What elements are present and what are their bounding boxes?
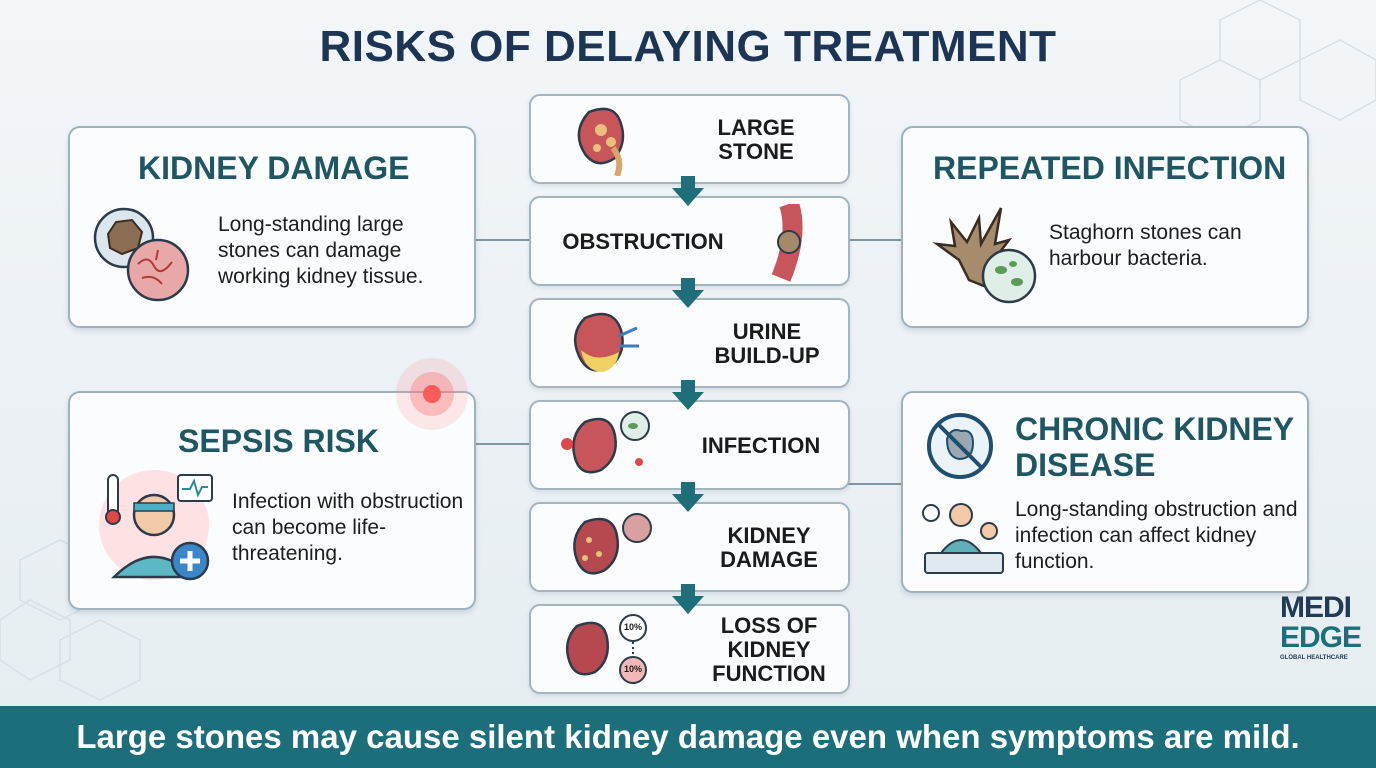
card-text: Long-standing large stones can damage wo… — [218, 213, 424, 288]
step-label: OBSTRUCTION — [562, 229, 724, 254]
footer-banner: Large stones may cause silent kidney dam… — [0, 706, 1376, 768]
logo-tagline: GLOBAL HEALTHCARE — [1280, 655, 1348, 661]
step-loss-of-function: 10% 10% LOSS OF KIDNEY FUNCTION — [529, 604, 850, 694]
card-title: KIDNEY DAMAGE — [138, 150, 410, 186]
card-text: Infection with obstruction can become li… — [232, 490, 464, 565]
step-label: INFECTION — [701, 433, 821, 458]
step-kidney-damage: KIDNEY DAMAGE — [529, 502, 850, 592]
no-kidney-function-icon — [927, 413, 993, 479]
damaged-kidney-icon — [573, 513, 652, 575]
step-urine-buildup: URINE BUILD-UP — [529, 298, 850, 388]
function-badge-bottom: 10% — [623, 664, 642, 674]
function-badge-top: 10% — [623, 622, 642, 632]
step-obstruction: OBSTRUCTION — [529, 196, 850, 286]
step-label: LOSS OF KIDNEY FUNCTION — [712, 613, 826, 686]
doctor-patient-icon — [922, 503, 1004, 574]
step-label: KIDNEY DAMAGE — [720, 523, 818, 572]
sepsis-risk-card: SEPSIS RISK Infection with obstruction c… — [68, 391, 476, 610]
connector-repeated-infection — [846, 239, 902, 241]
step-label: URINE BUILD-UP — [714, 319, 820, 368]
card-title: REPEATED INFECTION — [933, 150, 1287, 186]
connector-ckd — [846, 483, 902, 485]
card-title: SEPSIS RISK — [178, 423, 379, 459]
staghorn-stone-icon — [932, 207, 1037, 304]
logo-line2: EDGE — [1280, 621, 1362, 654]
ureter-obstruction-icon — [771, 204, 803, 282]
down-arrow-icon — [672, 176, 704, 206]
connector-kidney-damage — [474, 239, 530, 241]
swollen-kidney-icon — [573, 312, 639, 372]
card-text: Long-standing obstruction and infection … — [1015, 498, 1298, 573]
down-arrow-icon — [672, 584, 704, 614]
connector-sepsis — [474, 443, 530, 445]
kidney-stone-icon — [577, 107, 625, 176]
brand-logo: MEDI EDGE GLOBAL HEALTHCARE — [1280, 593, 1362, 691]
card-text: Staghorn stones can harbour bacteria. — [1049, 221, 1242, 270]
kidney-damage-card: KIDNEY DAMAGE Long-standing large stones… — [68, 126, 476, 328]
page-title: RISKS OF DELAYING TREATMENT — [319, 22, 1057, 71]
card-title: CHRONIC KIDNEY DISEASE — [1015, 411, 1294, 483]
repeated-infection-card: REPEATED INFECTION Staghorn stones can h… — [901, 126, 1309, 328]
step-label: LARGE STONE — [717, 115, 795, 164]
ckd-card: CHRONIC KIDNEY DISEASE Long-standing obs… — [901, 391, 1309, 593]
alert-glow-icon — [396, 358, 468, 430]
logo-line1: MEDI — [1280, 591, 1352, 624]
step-large-stone: LARGE STONE — [529, 94, 850, 184]
failing-kidney-icon — [566, 614, 647, 684]
feverish-patient-icon — [99, 470, 213, 581]
stone-tissue-icon — [93, 207, 190, 302]
down-arrow-icon — [672, 278, 704, 308]
down-arrow-icon — [672, 482, 704, 512]
infected-kidney-icon — [561, 411, 650, 474]
step-infection: INFECTION — [529, 400, 850, 490]
down-arrow-icon — [672, 380, 704, 410]
